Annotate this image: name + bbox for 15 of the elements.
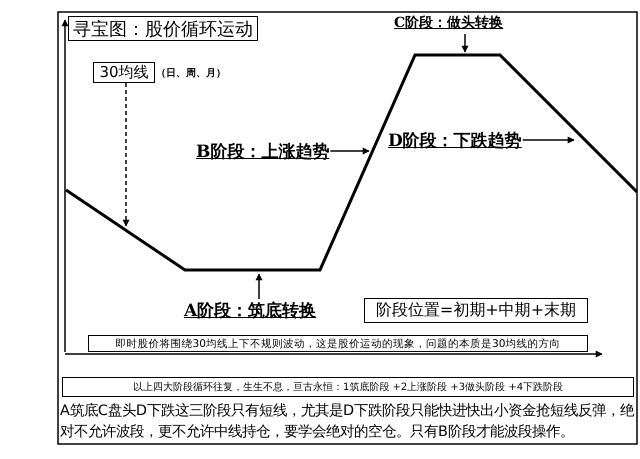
arrow bbox=[256, 273, 262, 299]
stage-label: A阶段：筑底转换 bbox=[184, 299, 316, 321]
title: 寻宝图：股价循环运动 bbox=[68, 16, 258, 41]
arrow bbox=[330, 148, 370, 154]
stage-label: B阶段：上涨趋势 bbox=[196, 140, 330, 162]
arrow bbox=[462, 34, 468, 53]
price-curve bbox=[65, 54, 638, 272]
text-box: 以上四大阶段循环往复，生生不息，亘古永恒：1筑底阶段 +2上涨阶段 +3做头阶段 +4下跌阶段 bbox=[62, 377, 634, 397]
note-paragraph: A筑底C盘头D下跌这三阶段只有短线，尤其是D下跌阶段只能快进快出小资金抢短线反弹，绝对不允许波段，更不允许中线持仓，要学会绝对的空仓。只有B阶段才能波段操作。 bbox=[60, 402, 636, 442]
text-box: 阶段位置=初期+中期+末期 bbox=[364, 298, 588, 323]
stage-label: D阶段：下跌趋势 bbox=[388, 129, 522, 151]
period-note: （日、周、月） bbox=[156, 67, 226, 80]
arrow bbox=[522, 136, 575, 144]
stage-label: C阶段：做头转换 bbox=[394, 14, 506, 34]
text-box: 即时股价将围绕30均线上下不规则波动，这是股价运动的现象，问题的本质是30均线的方向 bbox=[88, 335, 588, 352]
